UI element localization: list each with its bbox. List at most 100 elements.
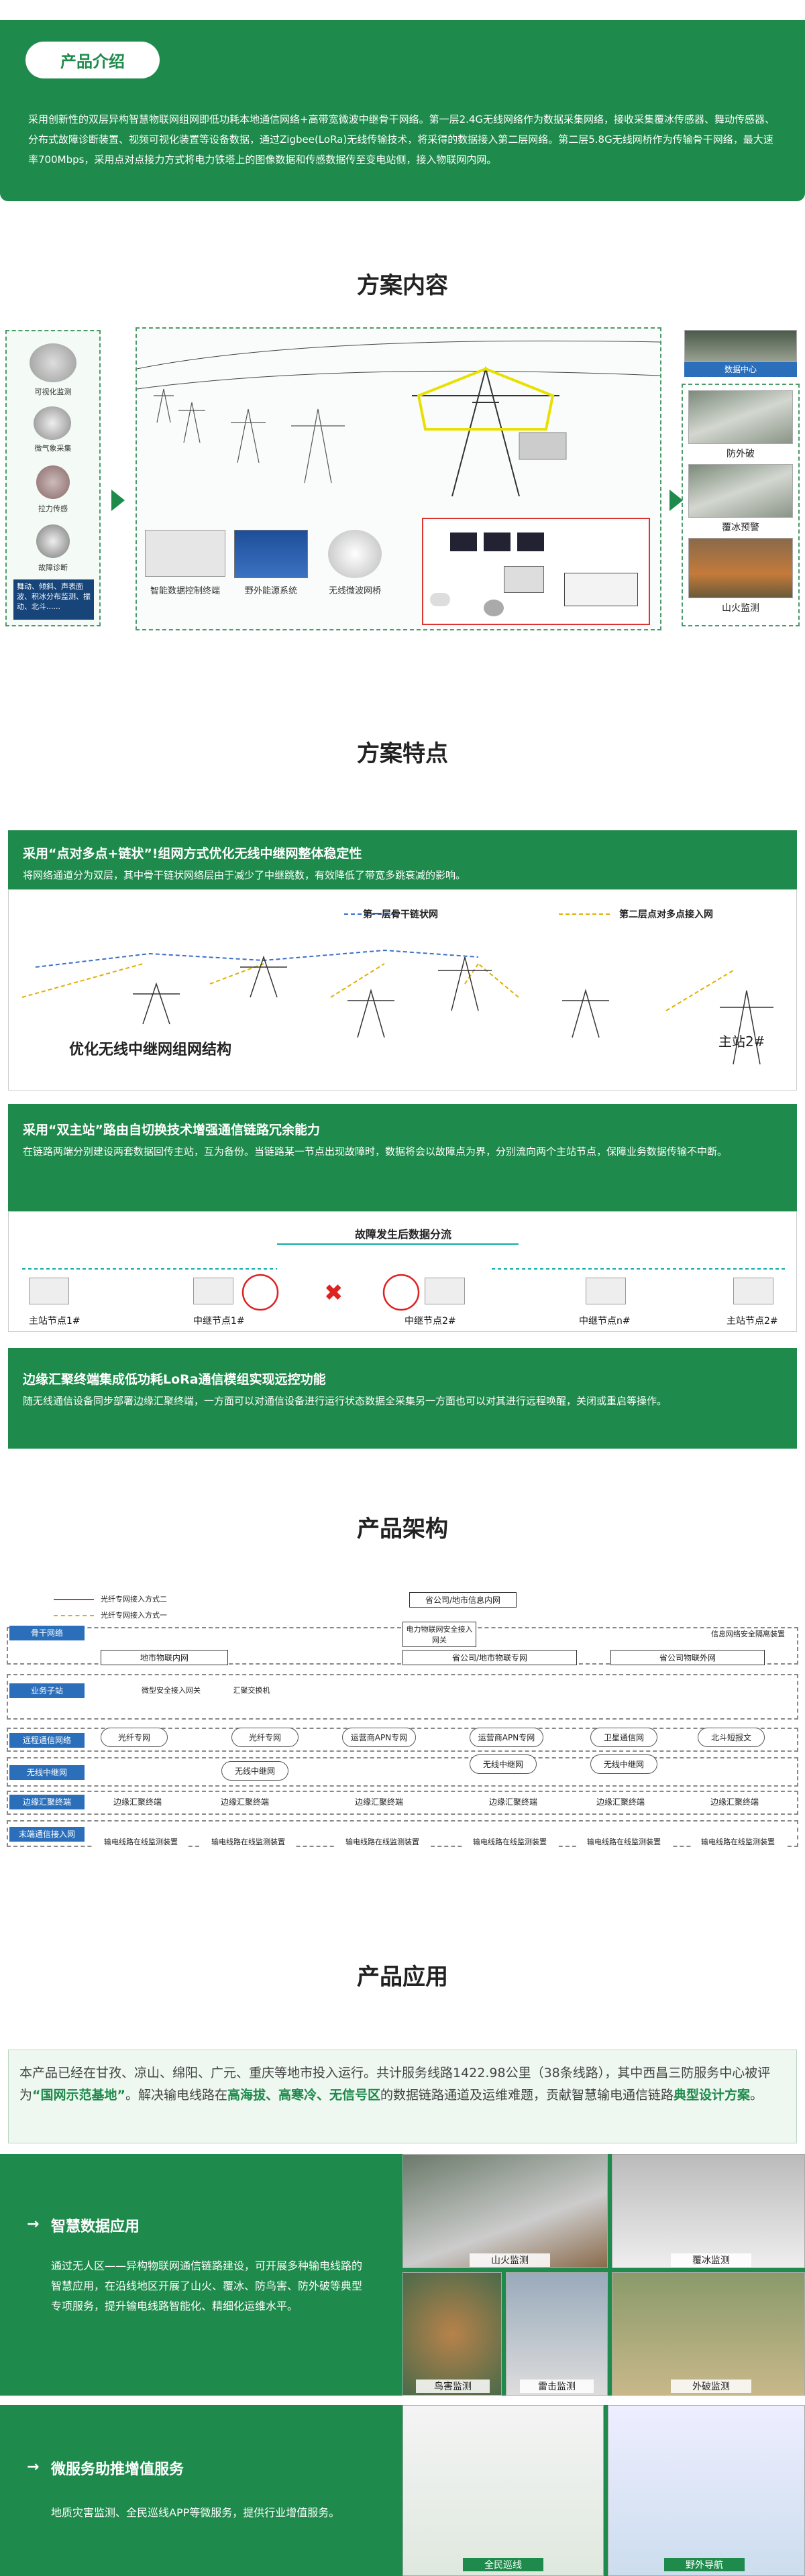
architecture-title: 产品架构 bbox=[357, 1516, 448, 1543]
node-label: 中继节点2# bbox=[405, 1316, 456, 1327]
legend-line-red bbox=[54, 1599, 94, 1600]
features-title: 方案特点 bbox=[357, 740, 448, 767]
diagram-label: 优化无线中继网组网结构 bbox=[69, 1042, 232, 1058]
substation-row bbox=[7, 1674, 798, 1720]
photo-caption: 全民巡线 bbox=[463, 2558, 543, 2571]
substation-item: 微型安全接入网关 bbox=[134, 1683, 208, 1697]
solar-panel-icon bbox=[234, 530, 308, 578]
arrow-right-icon bbox=[111, 490, 125, 511]
intro-title: 产品介绍 bbox=[25, 42, 160, 78]
app2-desc: 地质灾害监测、全民巡线APP等微服务，提供行业增值服务。 bbox=[51, 2506, 340, 2519]
layer-label: 边缘汇聚终端 bbox=[9, 1795, 85, 1809]
wiring-diagram bbox=[422, 518, 650, 625]
center-item-label: 野外能源系统 bbox=[244, 586, 297, 596]
node-label: 主站节点1# bbox=[29, 1316, 80, 1327]
arrow-icon: → bbox=[27, 2216, 40, 2233]
architecture-diagram: 光纤专网接入方式二 光纤专网接入方式一 省公司/地市信息内网 骨干网络 电力物联… bbox=[0, 1585, 805, 1881]
center-box: 智能数据控制终端 野外能源系统 无线微波网桥 bbox=[136, 327, 661, 630]
app1-panel: → 智慧数据应用 通过无人区——异构物联网通信链路建设，可开展多种输电线路的智慧… bbox=[0, 2154, 805, 2396]
app1-title: 智慧数据应用 bbox=[51, 2219, 140, 2235]
icing-monitor-photo bbox=[612, 2154, 805, 2268]
camera-icon bbox=[30, 343, 76, 382]
flow-diagram: ✖ bbox=[22, 1243, 787, 1311]
panel-icon bbox=[517, 533, 544, 551]
fault-diagnosis-icon bbox=[36, 524, 70, 558]
svg-text:✖: ✖ bbox=[324, 1280, 343, 1306]
right-item-label: 防外破 bbox=[727, 449, 755, 459]
feature-2: 采用“双主站”路由自切换技术增强通信链路冗余能力 在链路两端分别建设两套数据回传… bbox=[8, 1104, 797, 1211]
relay-icon bbox=[193, 1278, 233, 1304]
node-label: 中继节点n# bbox=[579, 1316, 631, 1327]
bird-monitor-photo bbox=[402, 2272, 502, 2396]
remote-cloud: 运营商APN专网 bbox=[342, 1728, 416, 1747]
summary-c: 。解决输电线路在 bbox=[125, 2088, 228, 2103]
right-column: 防外破 覆冰预警 山火监测 bbox=[682, 384, 800, 626]
photo-caption: 覆冰监测 bbox=[671, 2253, 751, 2267]
feature-2-heading: 采用“双主站”路由自切换技术增强通信链路冗余能力 bbox=[23, 1123, 320, 1137]
feature-2-desc: 在链路两端分别建设两套数据回传主站，互为备份。当链路某一节点出现故障时，数据将会… bbox=[23, 1145, 728, 1158]
remote-cloud: 光纤专网 bbox=[101, 1728, 168, 1747]
photo-caption: 雷击监测 bbox=[520, 2379, 594, 2393]
app2-title: 微服务助推增值服务 bbox=[51, 2461, 184, 2478]
station-icon bbox=[733, 1278, 773, 1304]
terminal-node: 输电线路在线监测装置 bbox=[335, 1835, 429, 1848]
terminal-box-icon bbox=[504, 566, 544, 593]
device-label: 微气象采集 bbox=[34, 444, 72, 453]
app-screenshot-photo bbox=[402, 2405, 604, 2576]
device-label: 拉力传感 bbox=[38, 504, 68, 513]
microwave-bridge-icon bbox=[328, 530, 382, 578]
edge-node: 边缘汇聚终端 bbox=[107, 1795, 168, 1809]
navigation-screenshot-photo bbox=[608, 2405, 805, 2576]
layer-label: 骨干网络 bbox=[9, 1626, 85, 1640]
solution-diagram: 可视化监测 微气象采集 拉力传感 故障诊断 舞动、倾斜、声表面波、积冰分布监测、… bbox=[5, 327, 800, 630]
legend-a: 光纤专网接入方式二 bbox=[101, 1595, 167, 1604]
station-icon bbox=[29, 1278, 69, 1304]
summary-b: “国网示范基地” bbox=[32, 2088, 125, 2103]
camera-icon bbox=[484, 600, 504, 616]
right-item-label: 覆冰预警 bbox=[722, 522, 759, 533]
application-summary: 本产品已经在甘孜、凉山、绵阳、广元、重庆等地市投入运行。共计服务线路1422.9… bbox=[8, 2050, 797, 2143]
legend-line-yellow bbox=[54, 1615, 94, 1616]
substation-item: 汇聚交换机 bbox=[228, 1683, 275, 1697]
anti-damage-photo bbox=[688, 390, 793, 444]
fire-monitor-photo bbox=[402, 2154, 608, 2268]
remote-cloud: 运营商APN专网 bbox=[470, 1728, 543, 1747]
arrow-right-icon bbox=[669, 490, 683, 511]
device-column: 可视化监测 微气象采集 拉力传感 故障诊断 舞动、倾斜、声表面波、积冰分布监测、… bbox=[5, 330, 101, 626]
tower-illustration bbox=[137, 340, 661, 497]
summary-e: 的数据链路通道及运维难题，贡献智慧输电通信链路 bbox=[380, 2088, 674, 2103]
data-center-photo bbox=[684, 330, 797, 362]
right-item-label: 数据中心 bbox=[684, 362, 797, 377]
feature-3: 边缘汇聚终端集成低功耗LoRa通信模组实现远控功能 随无线通信设备同步部署边缘汇… bbox=[8, 1348, 797, 1449]
center-item-label: 智能数据控制终端 bbox=[150, 586, 220, 596]
app1-desc: 通过无人区——异构物联网通信链路建设，可开展多种输电线路的智慧应用，在沿线地区开… bbox=[51, 2259, 363, 2312]
intro-section: 产品介绍 采用创新性的双层异构智慧物联网组网即低功耗本地通信网络+高带宽微波中继… bbox=[0, 20, 805, 201]
remote-cloud: 卫星通信网 bbox=[590, 1728, 657, 1747]
edge-node: 边缘汇聚终端 bbox=[349, 1795, 409, 1809]
edge-node: 边缘汇聚终端 bbox=[483, 1795, 543, 1809]
panel-icon bbox=[484, 533, 511, 551]
legend-access: 第二层点对多点接入网 bbox=[619, 909, 713, 920]
gateway-node: 电力物联网安全接入网关 bbox=[402, 1622, 476, 1647]
layer-label: 无线中继网 bbox=[9, 1765, 85, 1780]
net-node: 省公司物联外网 bbox=[610, 1650, 765, 1665]
feature-3-desc: 随无线通信设备同步部署边缘汇聚终端，一方面可以对通信设备进行运行状态数据全采集另… bbox=[23, 1395, 667, 1407]
photo-caption: 野外导航 bbox=[664, 2558, 745, 2571]
terminal-node: 输电线路在线监测装置 bbox=[577, 1835, 671, 1848]
layer-label: 业务子站 bbox=[9, 1683, 85, 1698]
legend-b: 光纤专网接入方式一 bbox=[101, 1611, 167, 1620]
center-item-label: 无线微波网桥 bbox=[328, 586, 381, 596]
terminal-node: 输电线路在线监测装置 bbox=[463, 1835, 557, 1848]
legend-backbone: 第一层骨干链状网 bbox=[363, 909, 438, 920]
node-label: 中继节点1# bbox=[193, 1316, 245, 1327]
layer-label: 末端通信接入网 bbox=[9, 1827, 85, 1842]
arrow-icon: → bbox=[27, 2459, 40, 2475]
summary-a: 本产品已经在甘孜、凉山、绵阳、广元、重庆等地市投入运行。共计服务线路1422.9… bbox=[19, 2066, 771, 2103]
net-node: 省公司/地市物联专网 bbox=[402, 1650, 577, 1665]
device-label: 可视化监测 bbox=[34, 388, 72, 396]
layer-label: 远程通信网络 bbox=[9, 1733, 85, 1748]
control-terminal-icon bbox=[145, 530, 225, 577]
feature-2-diagram: 故障发生后数据分流 ✖ 主站节点1# 中继节点1# 中继节点2# 中继节点n# … bbox=[8, 1211, 797, 1332]
feature-1-diagram: 第一层骨干链状网 第二层点对多点接入网 优化无线中继网组网结构 主站2# bbox=[8, 889, 797, 1090]
tension-sensor-icon bbox=[36, 465, 70, 499]
